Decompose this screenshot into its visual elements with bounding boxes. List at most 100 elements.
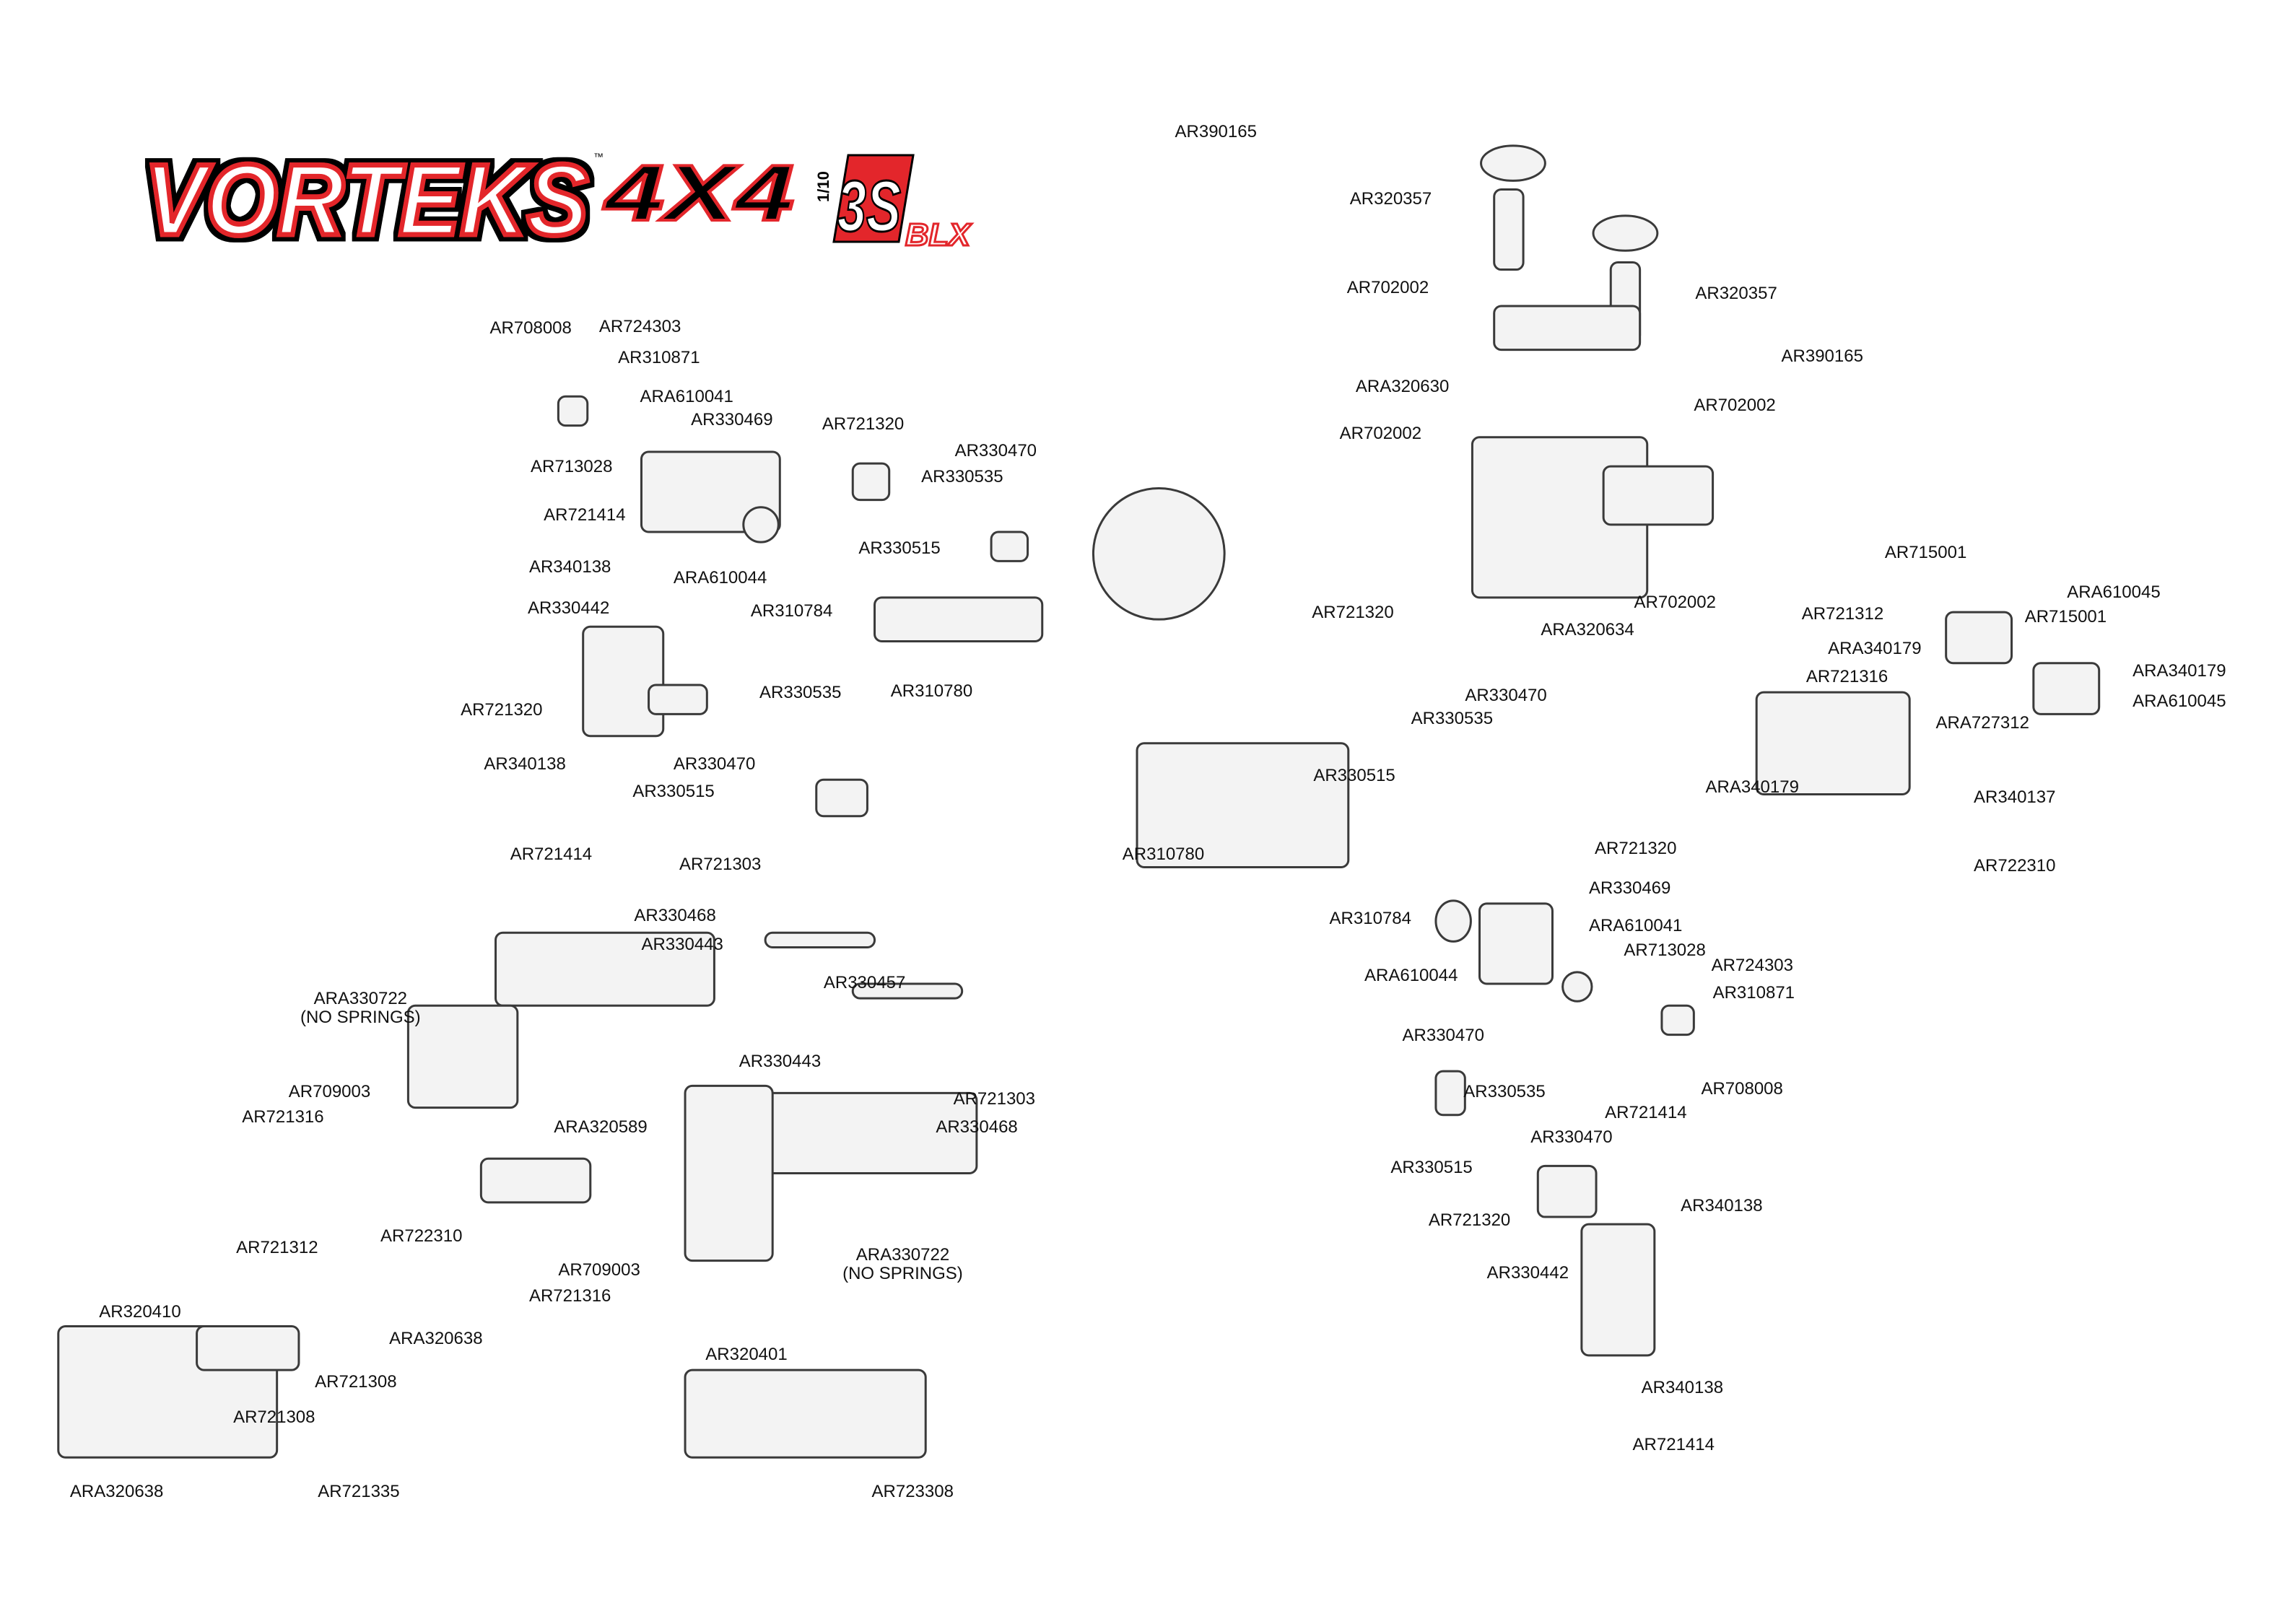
part-number-label: AR713028 xyxy=(531,457,613,477)
part-number-label: ARA320630 xyxy=(1355,376,1450,396)
part-number-label: ARA320638 xyxy=(389,1328,483,1348)
part-number-label: AR330515 xyxy=(632,782,715,802)
part-number-label: ARA610041 xyxy=(640,387,733,407)
part-number-label: AR715001 xyxy=(1884,543,1967,563)
part-number-label: AR330443 xyxy=(739,1051,822,1071)
rod-end xyxy=(1536,1164,1598,1218)
steering-knuckle xyxy=(640,450,781,533)
part-number-label-multiline: ARA330722(NO SPRINGS) xyxy=(300,990,421,1027)
part-number-label: AR340138 xyxy=(528,557,611,577)
part-number-label: AR330470 xyxy=(1530,1127,1613,1147)
wheel-hex xyxy=(557,395,589,427)
label-line: ARA330722 xyxy=(855,1245,950,1265)
shock-absorber xyxy=(684,1084,774,1262)
part-number-label: AR708008 xyxy=(1701,1079,1783,1099)
part-number-label: AR702002 xyxy=(1346,277,1429,297)
label-line: ARA330722 xyxy=(313,989,408,1009)
part-number-label: AR330535 xyxy=(1463,1082,1546,1102)
bumper-mount xyxy=(196,1325,300,1371)
part-number-label: AR721316 xyxy=(1805,666,1889,686)
part-number-label: ARA320634 xyxy=(1541,620,1634,640)
part-number-label: ARA340179 xyxy=(1828,639,1922,659)
part-number-label: AR721335 xyxy=(318,1481,400,1501)
part-number-label: AR722310 xyxy=(380,1226,463,1247)
bearing xyxy=(742,506,780,543)
part-number-label: ARA610044 xyxy=(673,567,767,588)
part-number-label: AR310780 xyxy=(890,681,973,701)
shock-mount-plate xyxy=(479,1157,592,1204)
front-bulkhead-brace xyxy=(1493,305,1642,352)
label-line: (NO SPRINGS) xyxy=(842,1264,963,1284)
part-number-label: AR340138 xyxy=(1681,1195,1763,1215)
skid-plate xyxy=(684,1368,927,1459)
part-number-label-multiline: ARA330722(NO SPRINGS) xyxy=(842,1246,963,1283)
steering-bellcrank-link xyxy=(1755,691,1911,795)
caster-block xyxy=(1580,1223,1656,1357)
shock-tower-post xyxy=(1493,188,1525,271)
part-number-label: AR721303 xyxy=(679,855,762,875)
steering-knuckle xyxy=(1478,902,1554,985)
part-number-label: AR721320 xyxy=(461,700,543,720)
part-number-label: AR721316 xyxy=(242,1106,324,1127)
logo-scale: 1/10 xyxy=(814,171,832,202)
part-number-label: AR330470 xyxy=(673,754,756,774)
part-number-label: ARA320589 xyxy=(554,1117,648,1137)
part-number-label: AR715001 xyxy=(2024,607,2107,627)
part-number-label: AR330515 xyxy=(1313,766,1395,786)
part-number-label: AR320410 xyxy=(99,1302,181,1322)
part-number-label: AR340138 xyxy=(1641,1378,1724,1398)
part-number-label: ARA610041 xyxy=(1588,916,1683,936)
part-number-label: AR722310 xyxy=(1974,856,2056,876)
part-number-label: AR330469 xyxy=(691,410,773,430)
part-number-label: AR390165 xyxy=(1175,121,1257,141)
wheel-hex xyxy=(1660,1004,1695,1036)
part-number-label: AR702002 xyxy=(1694,396,1776,416)
part-number-label: ARA610045 xyxy=(2133,691,2226,712)
part-number-label: ARA610044 xyxy=(1364,965,1458,985)
part-number-label: AR721320 xyxy=(822,414,905,435)
part-number-label: AR330469 xyxy=(1588,878,1671,898)
part-number-label: AR721320 xyxy=(1312,602,1394,622)
vorteks-logo: VORTEKS ™ 4X4 1/10 3S BLX xyxy=(142,144,974,253)
part-number-label: AR310784 xyxy=(750,601,833,621)
part-number-label: AR330515 xyxy=(858,538,941,559)
body-mount xyxy=(1592,214,1659,252)
part-number-label: AR330468 xyxy=(936,1117,1018,1137)
part-number-label: AR723308 xyxy=(871,1481,954,1501)
part-number-label: ARA610045 xyxy=(2067,582,2161,602)
part-number-label: AR724303 xyxy=(598,317,681,337)
part-number-label: AR721414 xyxy=(510,844,593,865)
part-number-label: AR330515 xyxy=(1390,1158,1473,1178)
label-line: (NO SPRINGS) xyxy=(300,1008,421,1028)
part-number-label: ARA727312 xyxy=(1935,713,2029,733)
logo-variant: BLX xyxy=(905,217,972,253)
part-number-label: AR721308 xyxy=(315,1372,397,1392)
part-number-label: AR320401 xyxy=(705,1344,788,1364)
part-number-label: AR721316 xyxy=(528,1285,611,1306)
part-number-label: AR721320 xyxy=(1428,1210,1511,1230)
part-number-label: AR713028 xyxy=(1624,940,1706,961)
part-number-label: AR310784 xyxy=(1329,909,1411,928)
part-number-label: AR320357 xyxy=(1695,283,1777,303)
part-number-label: AR390165 xyxy=(1781,346,1863,366)
part-number-label: AR310871 xyxy=(1712,982,1795,1003)
hinge-pin xyxy=(851,982,964,1000)
part-number-label: AR330535 xyxy=(921,467,1003,487)
part-number-label: AR310871 xyxy=(618,347,700,367)
part-number-label: AR709003 xyxy=(558,1260,640,1280)
bellcrank xyxy=(1945,611,2013,665)
logo-model: 4X4 xyxy=(603,149,794,237)
part-number-label: AR702002 xyxy=(1339,423,1422,443)
logo-power: 3S xyxy=(837,166,901,247)
turnbuckle xyxy=(648,684,708,715)
part-number-label: AR708008 xyxy=(489,318,572,339)
part-number-label: AR330470 xyxy=(1465,686,1547,706)
part-number-label: AR330535 xyxy=(1411,709,1494,729)
bellcrank xyxy=(2032,662,2101,715)
shock-absorber xyxy=(406,1004,519,1109)
hinge-pin xyxy=(764,931,876,949)
part-number-label: AR709003 xyxy=(288,1082,371,1102)
bearing xyxy=(1561,971,1593,1003)
